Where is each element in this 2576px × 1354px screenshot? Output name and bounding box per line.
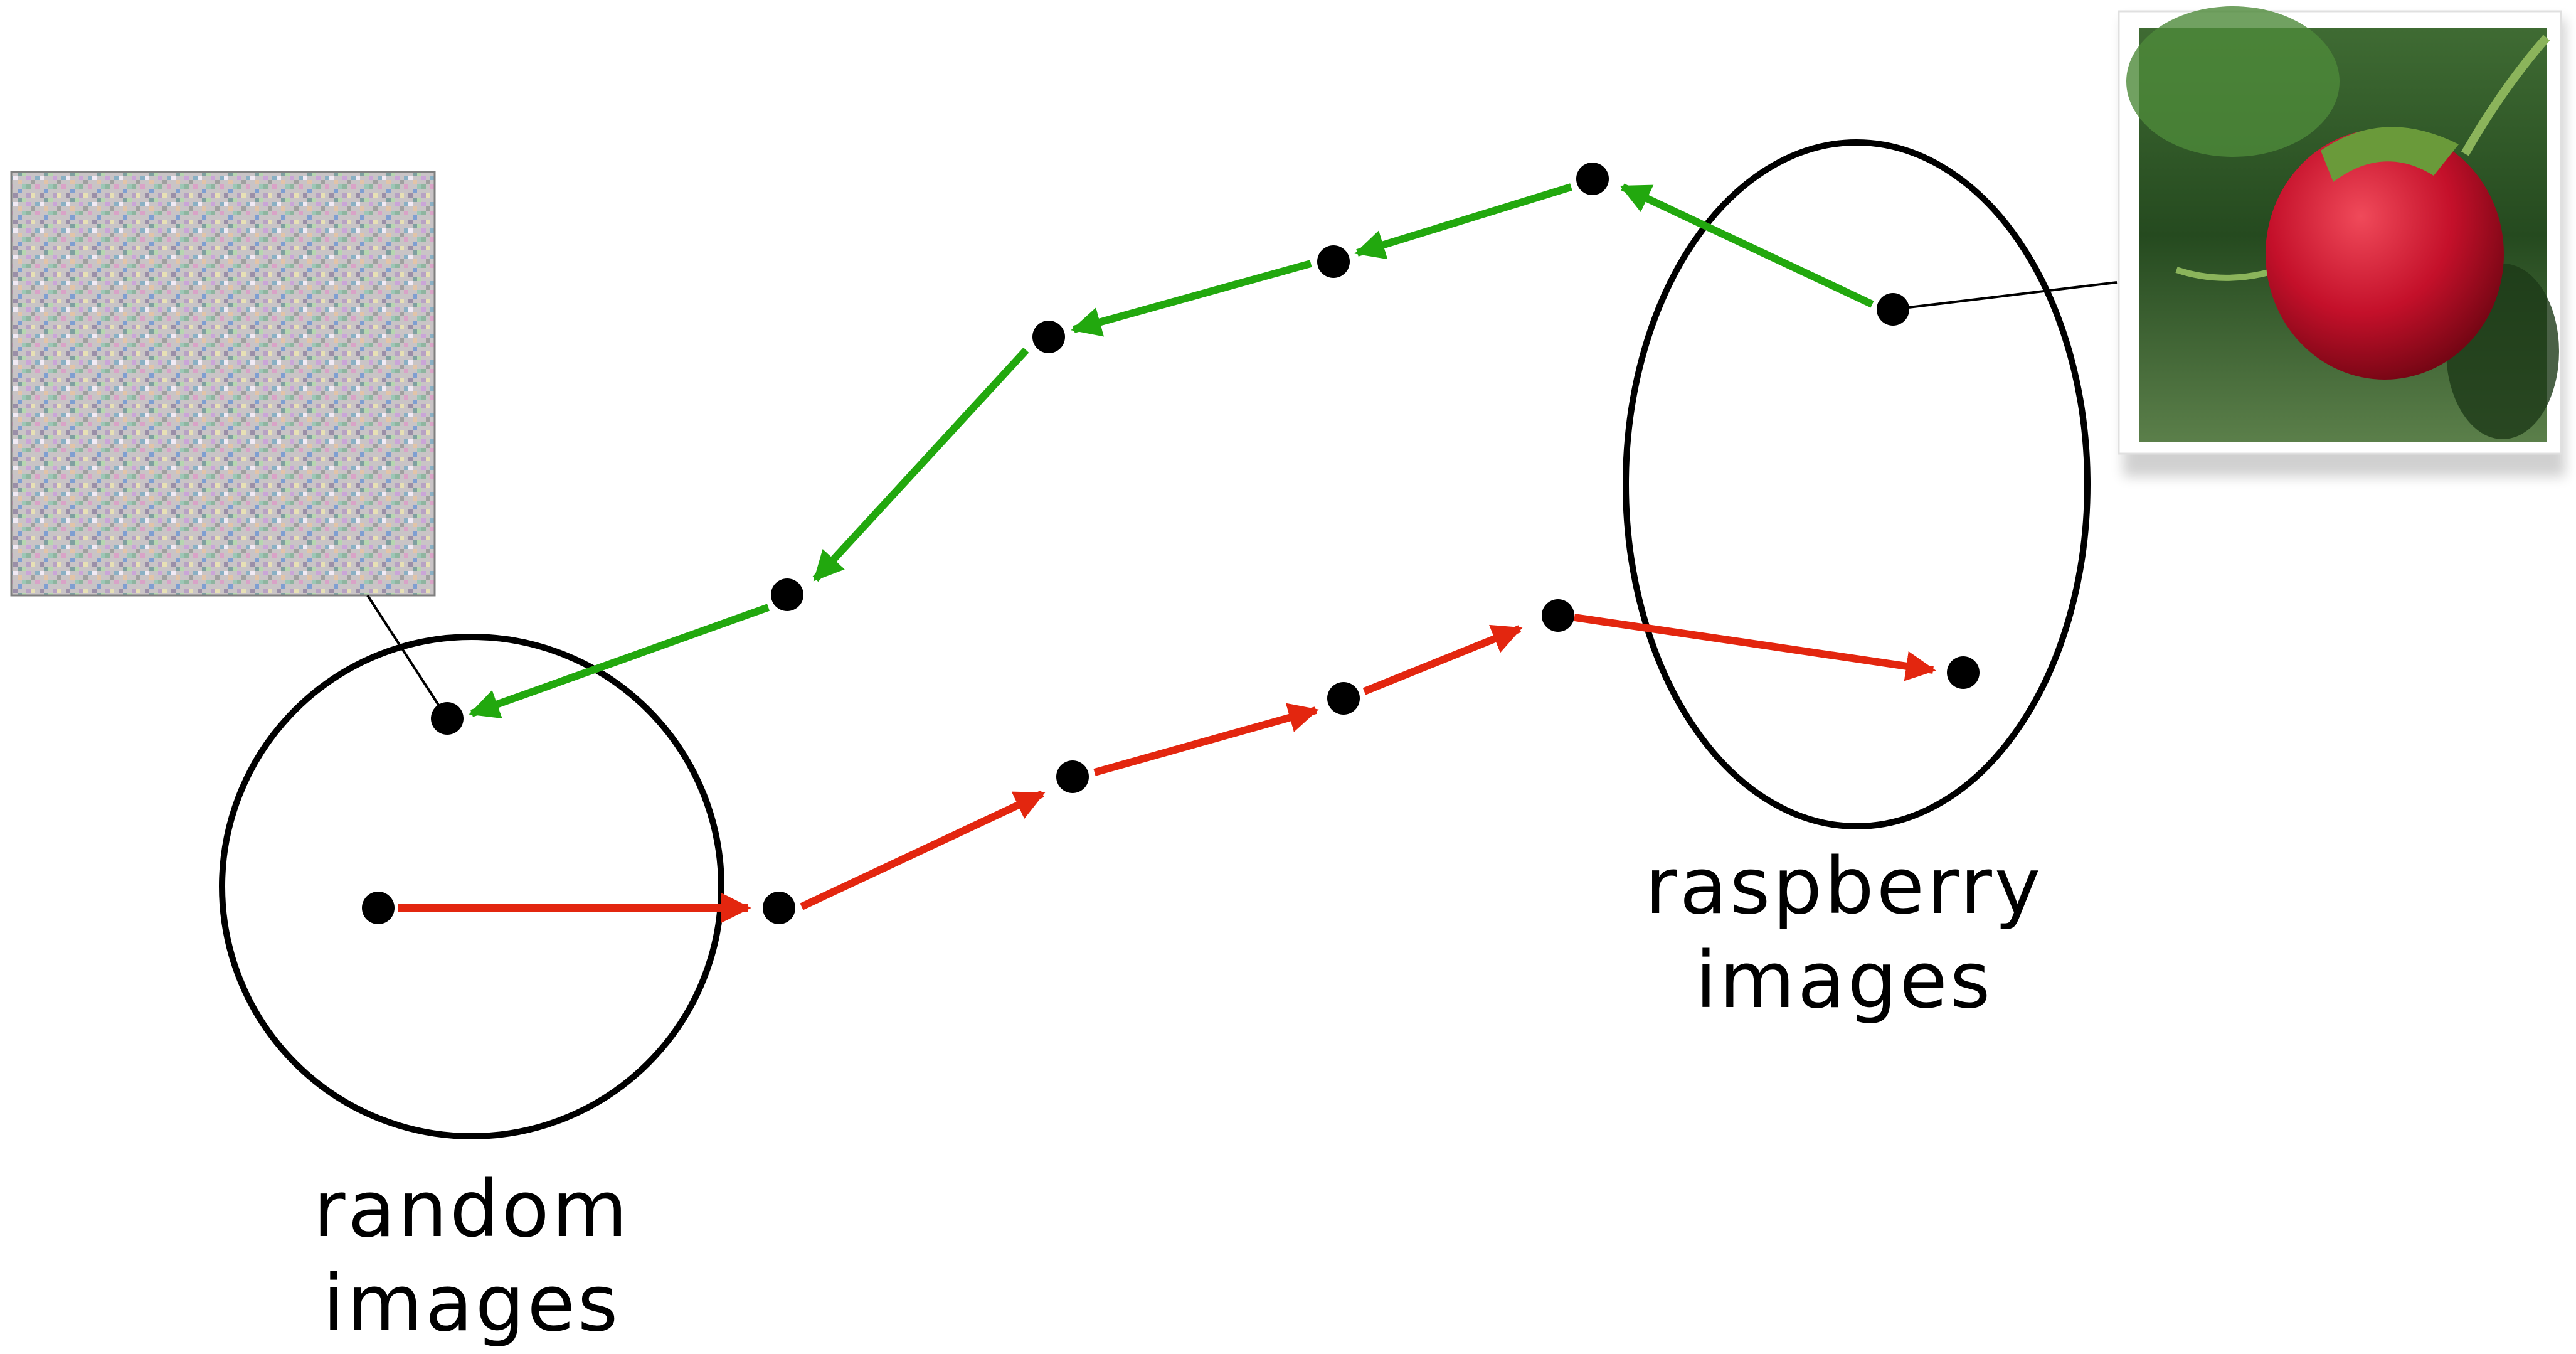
raspberry-images-label-line2: images (1695, 936, 1993, 1026)
dot-red-4 (1542, 599, 1574, 632)
dot-random-start (362, 892, 395, 924)
dot-red-2 (1056, 760, 1089, 793)
random-images-label-line2: images (323, 1259, 621, 1349)
red-arrow-4 (1362, 624, 1523, 695)
raspberry-pointer-line (1892, 281, 2118, 311)
raspberry-photo (2118, 6, 2565, 477)
green-arrow-5 (469, 604, 770, 719)
dot-raspberry-start (1877, 293, 1909, 326)
green-arrow-4 (812, 347, 1029, 582)
dot-green-4 (771, 578, 803, 611)
dot-green-3 (1032, 321, 1065, 353)
forward-path (398, 614, 1936, 923)
dot-random-end (431, 702, 464, 735)
dot-red-3 (1327, 682, 1360, 715)
green-arrow-3 (1071, 260, 1312, 337)
noise-pointer-line (366, 594, 448, 720)
green-arrow-1 (1619, 183, 1874, 308)
raspberry-images-region (1623, 139, 2091, 829)
noise-thumbnail (10, 171, 436, 597)
red-arrow-3 (1093, 703, 1319, 776)
dot-green-1 (1576, 163, 1609, 195)
dot-raspberry-end (1947, 656, 1980, 689)
red-arrow-5 (1574, 614, 1936, 681)
raspberry-images-label-line1: raspberry (1645, 841, 2043, 932)
random-images-region (219, 634, 724, 1139)
random-images-label-line1: random (314, 1165, 630, 1255)
reverse-path (469, 183, 1874, 719)
green-arrow-2 (1354, 183, 1572, 260)
dot-red-1 (763, 892, 795, 924)
state-dots (362, 163, 1980, 924)
red-arrow-2 (800, 790, 1046, 910)
dot-green-2 (1317, 245, 1350, 278)
